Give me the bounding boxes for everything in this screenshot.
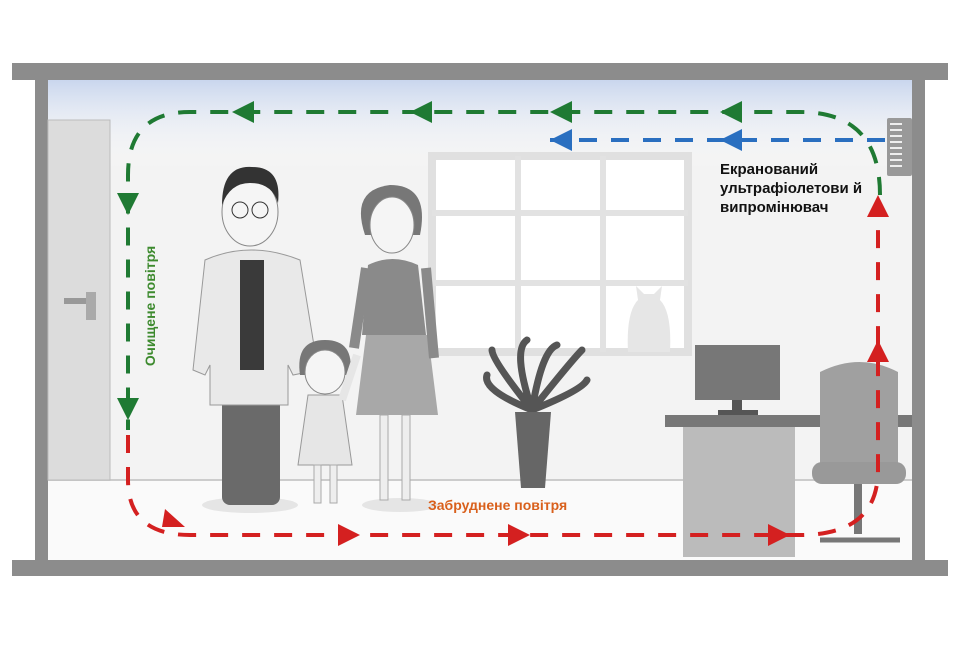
man-icon [192, 166, 319, 513]
right-wall [912, 80, 925, 560]
uv-flow-arrows [550, 129, 742, 151]
plant-icon [483, 336, 591, 488]
clean-air-arrows [117, 101, 742, 420]
door-icon [47, 119, 111, 481]
uv-emitter-label: Екранований ультрафіолетови й випромінюв… [720, 161, 863, 216]
floor-slab [12, 560, 948, 576]
office-chair-icon [812, 362, 906, 543]
woman-icon [349, 185, 439, 512]
clean-air-label: Очищене повітря [142, 245, 158, 367]
left-wall [35, 80, 48, 560]
dirty-air-label: Забруднене повітря [428, 497, 568, 513]
clean-air-flow [126, 110, 882, 430]
monitor-icon [695, 345, 780, 415]
dirty-air-arrows [162, 195, 889, 546]
cat-icon [627, 286, 671, 352]
girl-icon [297, 340, 361, 504]
dirty-air-flow [126, 200, 880, 537]
uv-emitter-icon [887, 118, 912, 176]
ceiling [12, 63, 948, 80]
